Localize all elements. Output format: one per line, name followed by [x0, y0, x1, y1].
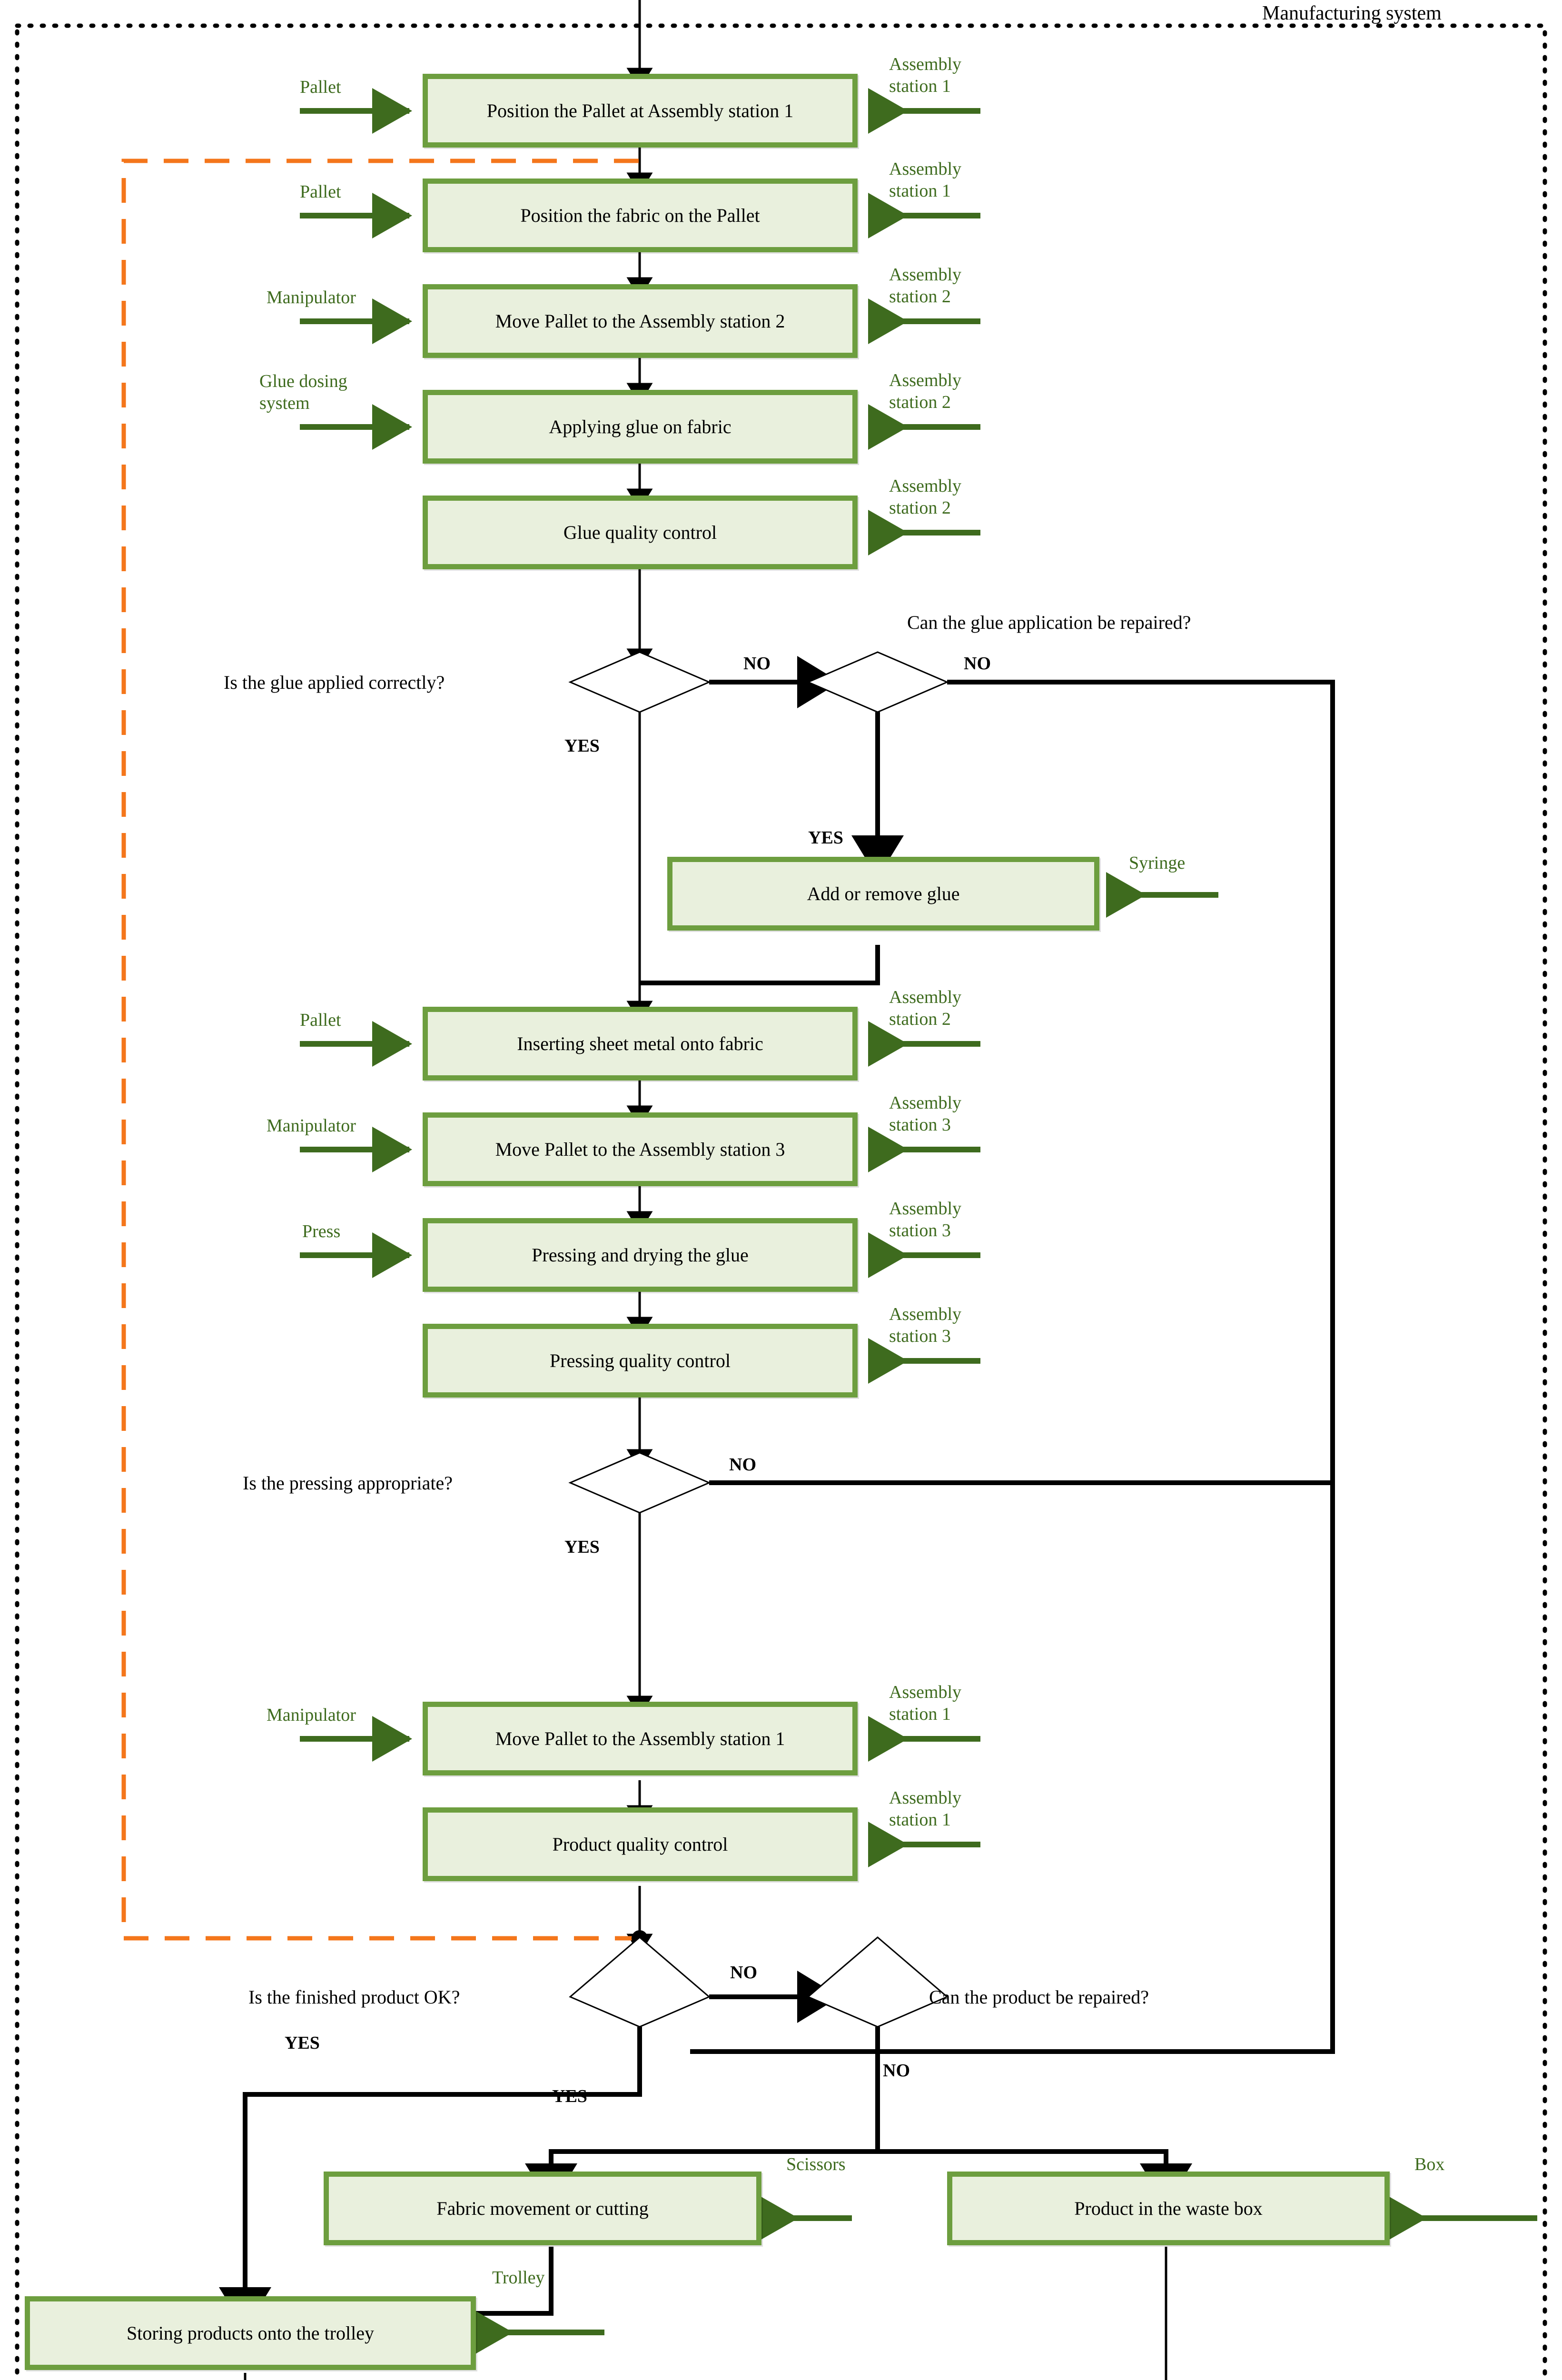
process-label: Add or remove glue — [807, 883, 960, 904]
resource-label-scissors-p13: Scissors — [786, 2154, 846, 2174]
process-box-p11[interactable]: Move Pallet to the Assembly station 1 — [423, 1702, 858, 1775]
resource-label-assembly-station-p11: Assembly station 1 — [889, 1682, 961, 1725]
edge-label-d1-yes: YES — [564, 736, 600, 756]
edge-label-d3-no: NO — [729, 1455, 756, 1475]
decision-diamonds — [568, 651, 949, 2028]
process-label: Pressing quality control — [550, 1349, 731, 1371]
resource-label-pallet-p2: Pallet — [300, 182, 341, 202]
diamond-d4 — [569, 1936, 711, 2028]
exit-arrows — [244, 2247, 1167, 2380]
edge-label-d1-no: NO — [743, 654, 771, 674]
resource-label-assembly-station-p7: Assembly station 2 — [889, 987, 961, 1030]
edge-label-d2-yes: YES — [808, 828, 843, 848]
resource-label-assembly-station-p12: Assembly station 1 — [889, 1788, 961, 1830]
process-box-p15[interactable]: Storing products onto the trolley — [25, 2296, 476, 2370]
edge-label-d2-no: NO — [964, 654, 991, 674]
edge-label-d4-no: NO — [730, 1963, 757, 1983]
resource-label-pallet-p7: Pallet — [300, 1010, 341, 1030]
process-box-p9[interactable]: Pressing and drying the glue — [423, 1218, 858, 1292]
decision-question-d4: Is the finished product OK? — [248, 1986, 460, 2008]
resource-label-assembly-station-p9: Assembly station 3 — [889, 1199, 961, 1241]
decision-question-d5: Can the product be repaired? — [929, 1986, 1149, 2008]
process-label: Pressing and drying the glue — [532, 1244, 749, 1266]
decision-d4-d5-edges — [219, 1971, 1192, 2330]
diamond-d5 — [807, 1936, 949, 2028]
edge-label-d5-no: NO — [883, 2061, 910, 2081]
process-box-p2[interactable]: Position the fabric on the Pallet — [423, 178, 858, 252]
dotted-system-boundary — [15, 23, 1547, 2380]
process-box-p7[interactable]: Inserting sheet metal onto fabric — [423, 1007, 858, 1081]
process-box-p10[interactable]: Pressing quality control — [423, 1324, 858, 1398]
process-box-p4[interactable]: Applying glue on fabric — [423, 390, 858, 464]
process-label: Move Pallet to the Assembly station 1 — [495, 1727, 785, 1749]
process-label: Inserting sheet metal onto fabric — [517, 1032, 763, 1054]
process-box-p5[interactable]: Glue quality control — [423, 496, 858, 569]
process-label: Move Pallet to the Assembly station 3 — [495, 1138, 785, 1160]
resource-label-glue-dosing-system-p4: Glue dosing system — [259, 371, 347, 414]
process-label: Product in the waste box — [1074, 2197, 1263, 2219]
decision-question-d2: Can the glue application be repaired? — [907, 612, 1191, 633]
process-box-p13[interactable]: Fabric movement or cutting — [324, 2172, 761, 2245]
process-label: Product quality control — [552, 1833, 728, 1855]
edge-label-d5-yes: YES — [552, 2086, 587, 2106]
process-box-p12[interactable]: Product quality control — [423, 1807, 858, 1881]
edge-label-d4-yes: YES — [285, 2033, 320, 2053]
resource-label-assembly-station-p4: Assembly station 2 — [889, 370, 961, 413]
resource-label-assembly-station-p10: Assembly station 3 — [889, 1304, 961, 1347]
resource-label-manipulator-p11: Manipulator — [267, 1705, 356, 1725]
process-label: Glue quality control — [563, 521, 717, 543]
resource-label-manipulator-p3: Manipulator — [267, 288, 356, 307]
process-box-p6[interactable]: Add or remove glue — [667, 857, 1099, 931]
resource-label-assembly-station-p5: Assembly station 2 — [889, 476, 961, 518]
process-label: Storing products onto the trolley — [127, 2322, 374, 2344]
edge-label-d3-yes: YES — [564, 1537, 600, 1557]
process-label: Position the fabric on the Pallet — [520, 204, 760, 226]
process-box-p8[interactable]: Move Pallet to the Assembly station 3 — [423, 1112, 858, 1186]
resource-label-press-p9: Press — [302, 1221, 341, 1241]
decision-question-d1: Is the glue applied correctly? — [224, 672, 445, 693]
diamond-d3 — [568, 1452, 711, 1514]
resource-label-assembly-station-p2: Assembly station 1 — [889, 159, 961, 201]
resource-input-arrows — [300, 88, 1537, 2355]
process-label: Fabric movement or cutting — [436, 2197, 649, 2219]
resource-label-assembly-station-p1: Assembly station 1 — [889, 54, 961, 97]
resource-label-trolley-p15: Trolley — [492, 2268, 545, 2288]
page-title: Manufacturing system — [1262, 2, 1442, 24]
resource-label-assembly-station-p3: Assembly station 2 — [889, 265, 961, 307]
process-box-p3[interactable]: Move Pallet to the Assembly station 2 — [423, 284, 858, 358]
process-label: Applying glue on fabric — [549, 416, 732, 437]
resource-label-assembly-station-p8: Assembly station 3 — [889, 1093, 961, 1135]
process-box-p14[interactable]: Product in the waste box — [947, 2172, 1390, 2245]
process-label: Move Pallet to the Assembly station 2 — [495, 310, 785, 332]
process-box-p1[interactable]: Position the Pallet at Assembly station … — [423, 74, 858, 148]
resource-label-pallet-p1: Pallet — [300, 77, 341, 97]
resource-label-box-p14: Box — [1414, 2154, 1445, 2174]
decision-d1-d2-edges — [640, 656, 1335, 2054]
diamond-d1 — [568, 651, 711, 713]
resource-label-syringe-p6: Syringe — [1129, 853, 1186, 873]
process-label: Position the Pallet at Assembly station … — [486, 99, 794, 121]
resource-label-manipulator-p8: Manipulator — [267, 1116, 356, 1136]
decision-question-d3: Is the pressing appropriate? — [243, 1472, 453, 1494]
diamond-d2 — [806, 651, 949, 713]
